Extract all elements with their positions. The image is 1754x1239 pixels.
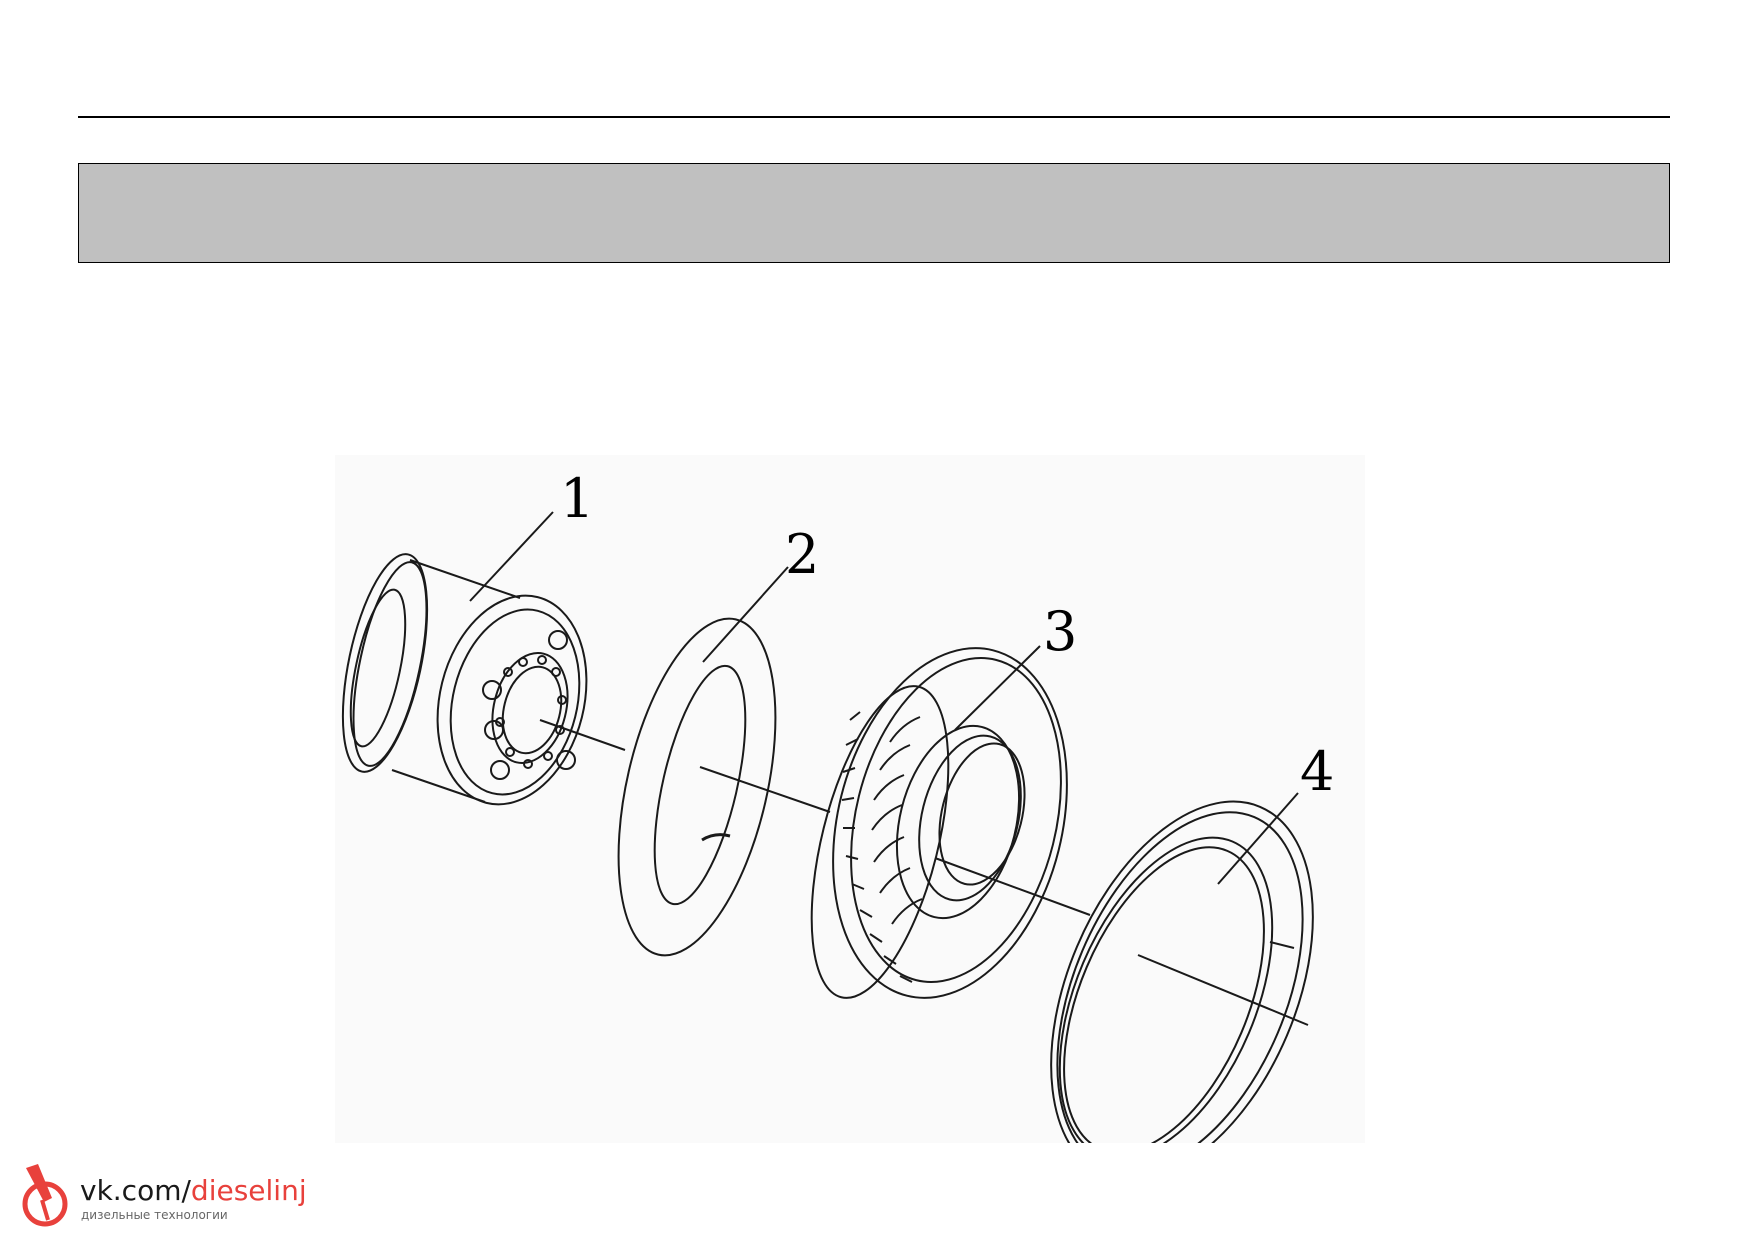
callout-2: 2 — [785, 523, 819, 586]
top-rule — [78, 116, 1670, 118]
inner-tube-part — [617, 617, 831, 957]
watermark-tagline: дизельные технологии — [81, 1208, 228, 1222]
callout-leaders — [469, 511, 1299, 885]
tire-part — [810, 647, 1091, 999]
lock-ring-part — [1050, 800, 1314, 1143]
watermark-url-accent: dieselinj — [190, 1174, 307, 1207]
wheel-rim-part — [341, 553, 626, 806]
callout-4: 4 — [1300, 740, 1334, 803]
exploded-view-drawing: 1 2 3 4 — [341, 467, 1334, 1143]
watermark-url-prefix: vk.com/ — [80, 1174, 191, 1207]
watermark: vk.com/dieselinj дизельные технологии — [18, 1160, 318, 1230]
callout-3: 3 — [1043, 600, 1077, 663]
callout-1: 1 — [560, 467, 594, 530]
exploded-wheel-figure: 1 2 3 4 — [335, 455, 1365, 1143]
injector-logo-icon — [22, 1164, 68, 1227]
header-band — [78, 163, 1670, 263]
watermark-url[interactable]: vk.com/dieselinj — [80, 1176, 307, 1206]
